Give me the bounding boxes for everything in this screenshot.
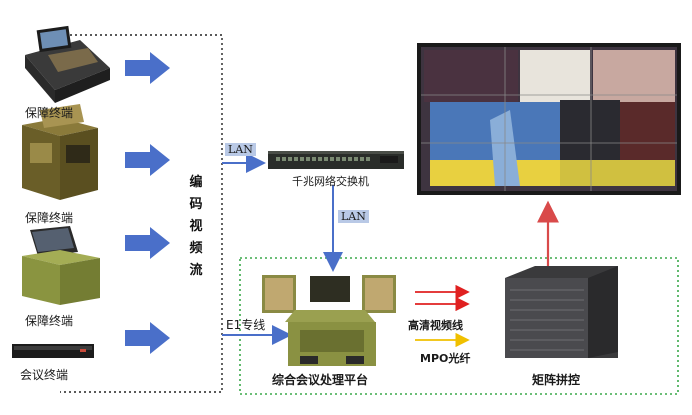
green-case-terminal-icon: [22, 226, 100, 305]
switch-label: 千兆网络交换机: [292, 175, 369, 188]
terminal-arrows: [125, 52, 170, 354]
matrix-rack-icon: [505, 266, 618, 358]
platform-case-icon: [262, 275, 396, 366]
matrix-label: 矩阵拼控: [532, 373, 581, 387]
terminal-arrow-2: [125, 144, 170, 176]
terminals-dotted-border: [60, 34, 223, 393]
e1-label: E1专线: [226, 318, 266, 332]
terminal-label-3: 保障终端: [25, 314, 74, 328]
briefcase-terminal-icon: [25, 25, 110, 103]
network-switch-icon: [268, 151, 404, 169]
hd-video-label: 高清视频线: [408, 319, 463, 332]
mpo-label: MPO光纤: [420, 352, 471, 365]
terminal-arrow-4: [125, 322, 170, 354]
terminal-label-1: 保障终端: [25, 106, 74, 120]
lan-tag-top: LAN: [225, 143, 256, 156]
open-case-terminal-icon: [22, 104, 98, 200]
terminal-label-2: 保障终端: [25, 211, 74, 225]
stream-label: 编码视频流: [189, 175, 203, 278]
terminal-arrow-1: [125, 52, 170, 84]
flat-conference-terminal-icon: [12, 344, 94, 358]
terminal-arrow-3: [125, 227, 170, 259]
terminal-label-4: 会议终端: [20, 368, 69, 382]
video-wall-icon: [417, 43, 681, 195]
platform-label: 综合会议处理平台: [272, 373, 369, 387]
lan-tag-vertical: LAN: [338, 210, 369, 223]
platform-dotted-border: [239, 257, 679, 395]
